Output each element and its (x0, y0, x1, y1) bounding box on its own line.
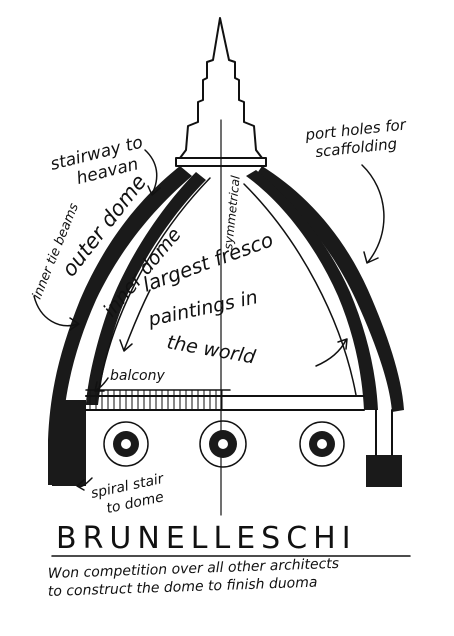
label-balcony: balcony (110, 368, 165, 384)
label-fresco-line3: the world (165, 331, 258, 368)
right-inner-shell (246, 170, 378, 410)
label-fresco-line2: paintings in (145, 286, 259, 331)
arrow-stairway (144, 149, 161, 196)
arrow-balcony (94, 377, 109, 392)
left-inner-shell (86, 172, 206, 405)
svg-text:port holes for scaffolding: port holes for scaffolding (304, 115, 414, 162)
arrow-spiral-stair (76, 477, 93, 491)
svg-text:spiral stair to dome: spiral stair to dome (90, 470, 174, 520)
arrow-port-holes (361, 164, 385, 264)
inner-dome-curve (97, 177, 211, 396)
svg-text:paintings in: paintings in (145, 286, 259, 331)
arrow-fresco-right (315, 338, 348, 367)
arrow-inner-tie-beams (33, 295, 80, 331)
oculus-left (103, 421, 149, 467)
right-pier (366, 455, 402, 487)
oculus-right (299, 421, 345, 467)
title-brunelleschi: BRUNELLESCHI (56, 521, 357, 556)
right-outer-shell (254, 166, 404, 412)
oculus-center (199, 420, 247, 468)
balcony-railing (85, 389, 365, 411)
left-pier (52, 400, 86, 486)
arrow-fresco-left (119, 289, 151, 352)
svg-text:the world: the world (165, 331, 258, 368)
